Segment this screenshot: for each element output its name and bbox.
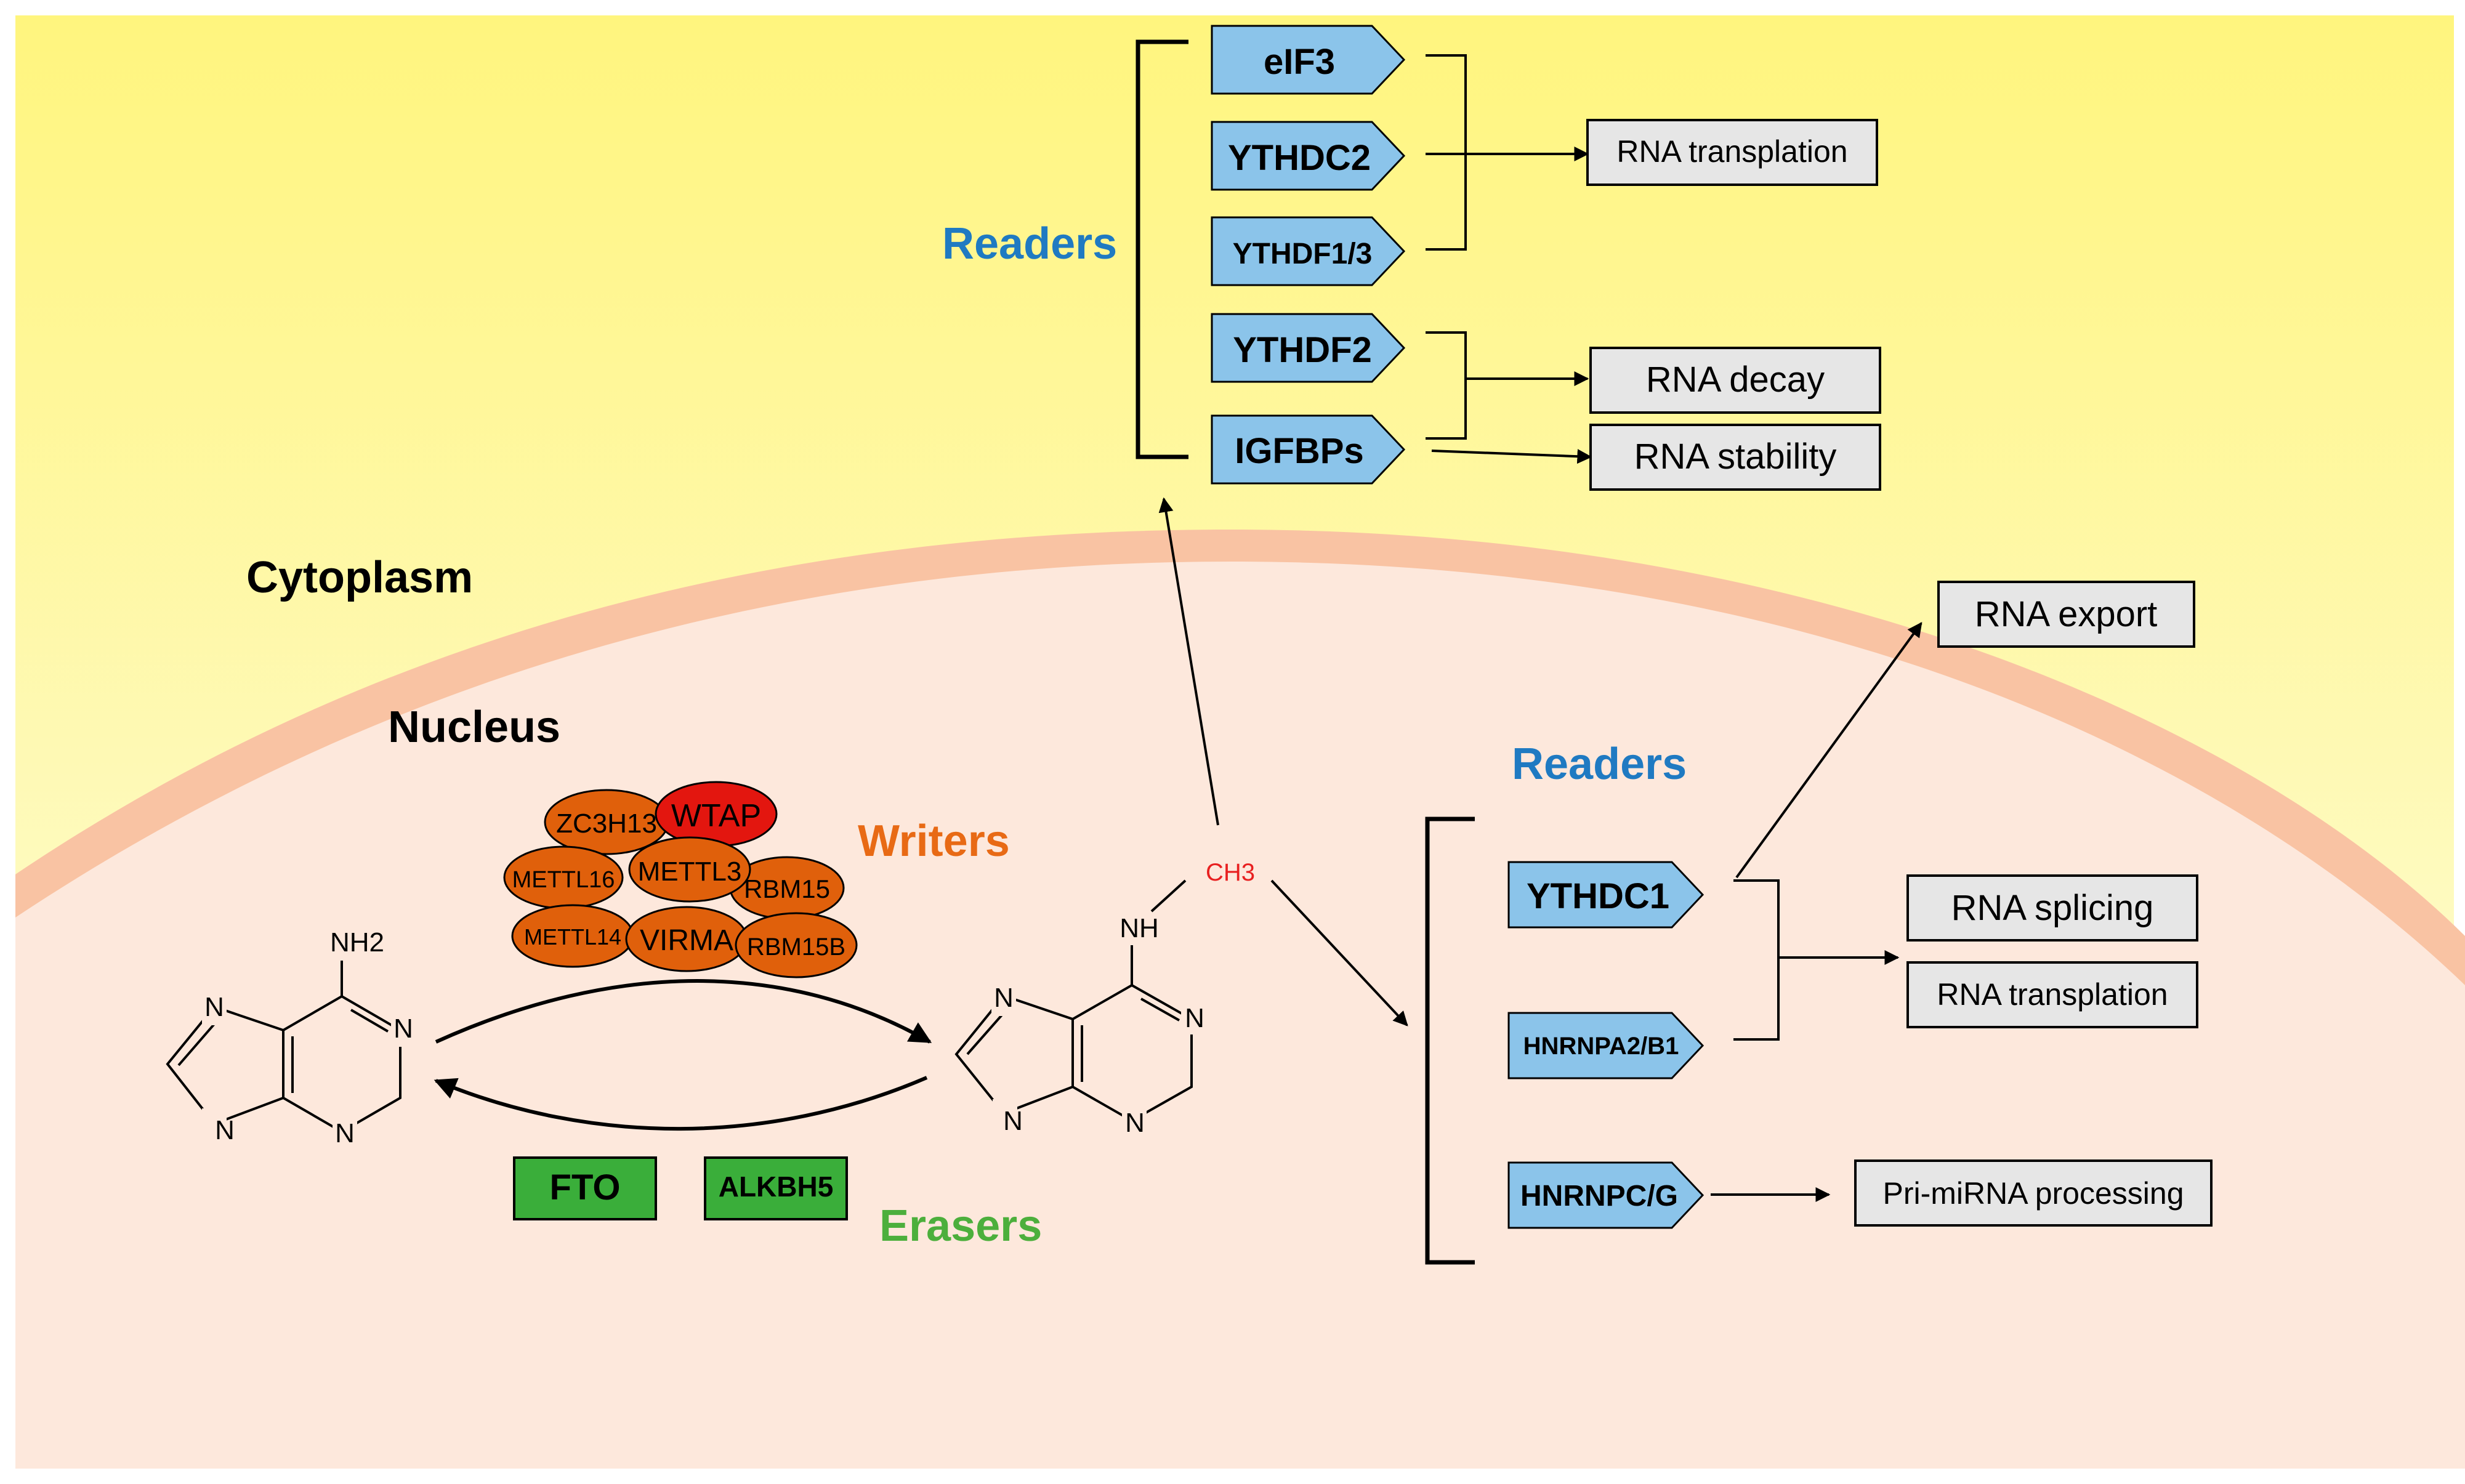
writer-mettl16[interactable]: METTL16 [503, 845, 624, 909]
nuclear-reader-tags: YTHDC1 HNRNPA2/B1 HNRNPC/G [1507, 861, 1705, 1229]
demethylation-reverse-arrow [434, 1076, 928, 1131]
svg-text:Pri-miRNA processing: Pri-miRNA processing [1882, 1176, 2184, 1211]
adenine-atom-labels: NH2 N N N N [202, 927, 416, 1150]
svg-text:RNA stability: RNA stability [1634, 437, 1837, 477]
svg-text:YTHDF1/3: YTHDF1/3 [1233, 238, 1373, 270]
svg-text:ZC3H13: ZC3H13 [556, 809, 657, 839]
svg-text:RNA transplation: RNA transplation [1937, 977, 2168, 1012]
left-margin [0, 0, 15, 1481]
reader-tag-ythdf2[interactable]: YTHDF2 [1211, 313, 1406, 383]
outcome-rna-stability: RNA stability [1589, 424, 1881, 491]
svg-text:WTAP: WTAP [671, 798, 761, 834]
outcome-rna-export: RNA export [1937, 581, 2195, 648]
svg-text:HNRNPC/G: HNRNPC/G [1520, 1180, 1678, 1212]
cytoplasm-label: Cytoplasm [246, 553, 473, 602]
bottom-margin [0, 1469, 2465, 1481]
svg-text:HNRNPA2/B1: HNRNPA2/B1 [1523, 1033, 1679, 1060]
svg-text:FTO: FTO [550, 1167, 621, 1208]
erasers-label: Erasers [879, 1201, 1042, 1251]
svg-text:METTL3: METTL3 [638, 857, 742, 887]
writers-label: Writers [858, 817, 1010, 866]
svg-text:RBM15: RBM15 [744, 874, 830, 903]
top-margin [0, 0, 2465, 15]
svg-text:RNA transplation: RNA transplation [1616, 134, 1847, 169]
svg-text:RNA export: RNA export [1975, 594, 2158, 634]
reader-tag-hnrnpc-g[interactable]: HNRNPC/G [1507, 1161, 1705, 1229]
svg-text:N: N [994, 983, 1014, 1013]
methylation-forward-arrow [435, 979, 932, 1044]
svg-text:N: N [335, 1118, 355, 1148]
nucleus-label: Nucleus [388, 703, 560, 752]
svg-text:METTL16: METTL16 [512, 867, 615, 893]
writer-wtap[interactable]: WTAP [655, 781, 778, 847]
writer-mettl3[interactable]: METTL3 [628, 836, 751, 903]
arrow-to-nuclear-readers [1270, 879, 1408, 1026]
svg-text:NH: NH [1120, 913, 1159, 943]
eraser-alkbh5[interactable]: ALKBH5 [704, 1156, 848, 1220]
splicing-group-bracket [1733, 879, 1780, 1041]
svg-text:N: N [1125, 1108, 1145, 1138]
writers-cluster: ZC3H13 WTAP METTL16 RBM15 METTL3 METTL14… [503, 781, 858, 978]
m6a-atom-labels: NH CH3 N N N N [991, 859, 1255, 1139]
decay-group-bracket [1426, 331, 1467, 440]
svg-text:YTHDF2: YTHDF2 [1233, 330, 1372, 370]
svg-text:METTL14: METTL14 [524, 924, 621, 950]
reader-tag-ythdc1[interactable]: YTHDC1 [1507, 861, 1705, 929]
svg-text:RNA decay: RNA decay [1646, 360, 1825, 400]
reader-tag-igfbps[interactable]: IGFBPs [1211, 414, 1406, 485]
svg-text:N: N [204, 992, 224, 1022]
arrow-to-rna-export [1735, 622, 1922, 879]
m6a-methyl-bond [1150, 879, 1187, 913]
reader-tag-eif3[interactable]: eIF3 [1211, 25, 1406, 95]
cyto-outcome-boxes: RNA transplation RNA decay RNA stability [1586, 119, 1881, 491]
arrow-to-cyto-readers [1158, 497, 1219, 826]
svg-text:YTHDC1: YTHDC1 [1527, 876, 1669, 916]
writer-zc3h13[interactable]: ZC3H13 [544, 789, 669, 855]
svg-text:CH3: CH3 [1206, 859, 1255, 886]
svg-text:YTHDC2: YTHDC2 [1228, 138, 1371, 178]
outcome-rna-decay: RNA decay [1589, 347, 1881, 414]
svg-text:RBM15B: RBM15B [747, 934, 845, 961]
translation-group-bracket [1426, 54, 1467, 251]
cyto-reader-tags: eIF3 YTHDC2 YTHDF1/3 YTHDF2 IGFBPs [1211, 25, 1406, 485]
svg-text:eIF3: eIF3 [1264, 42, 1335, 82]
reader-tag-hnrnpa2b1[interactable]: HNRNPA2/B1 [1507, 1012, 1705, 1079]
cyto-readers-bracket [1136, 39, 1188, 459]
outcome-rna-translation-nuc: RNA transplation [1906, 961, 2198, 1028]
nuclear-readers-bracket [1425, 817, 1475, 1265]
svg-text:ALKBH5: ALKBH5 [719, 1171, 834, 1203]
nuclear-outcome-boxes: RNA export RNA splicing RNA transplation… [1854, 581, 2213, 1227]
svg-text:RNA splicing: RNA splicing [1951, 888, 2154, 928]
svg-text:IGFBPs: IGFBPs [1235, 431, 1364, 471]
svg-text:N: N [1185, 1003, 1204, 1033]
writer-virma[interactable]: VIRMA [625, 906, 748, 972]
writer-rbm15b[interactable]: RBM15B [735, 912, 858, 978]
svg-text:N: N [1003, 1106, 1023, 1136]
writer-mettl14[interactable]: METTL14 [511, 904, 634, 968]
arrow-to-rna-stability [1431, 449, 1592, 464]
outcome-rna-translation-cyto: RNA transplation [1586, 119, 1878, 186]
svg-text:NH2: NH2 [330, 927, 384, 958]
svg-text:VIRMA: VIRMA [640, 924, 733, 957]
svg-text:N: N [215, 1115, 235, 1145]
eraser-fto[interactable]: FTO [513, 1156, 657, 1220]
svg-text:N: N [393, 1014, 413, 1044]
nuclear-readers-label: Readers [1512, 740, 1687, 789]
outcome-rna-splicing: RNA splicing [1906, 874, 2198, 942]
outcome-pri-mirna-processing: Pri-miRNA processing [1854, 1159, 2213, 1227]
cyto-readers-label: Readers [942, 219, 1117, 268]
reader-tag-ythdc2[interactable]: YTHDC2 [1211, 121, 1406, 191]
reader-tag-ythdf1-3[interactable]: YTHDF1/3 [1211, 216, 1406, 286]
